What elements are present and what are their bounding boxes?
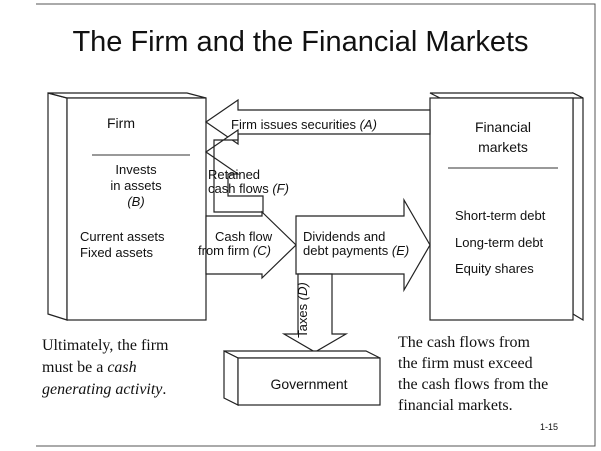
label-issues-securities: Firm issues securities (A) [231, 117, 377, 132]
government-box-side [223, 350, 239, 406]
markets-box-side [572, 92, 584, 322]
label-dividends-line1: Dividends and [303, 229, 386, 244]
note-right-line1: The cash flows from [398, 334, 530, 351]
firm-fixed-assets: Fixed assets [80, 245, 153, 260]
government-box-top [223, 350, 381, 359]
label-cash-flow-line1: Cash flow [215, 229, 273, 244]
firm-box-top [47, 92, 207, 99]
slide-frame [36, 3, 596, 447]
label-retained-line1: Retained [208, 167, 261, 182]
firm-box-front [66, 97, 207, 321]
arrow-cash-flow-from-firm [205, 210, 297, 280]
arrow-taxes [281, 273, 349, 353]
arrow-issues-securities [204, 98, 431, 146]
markets-label-line1: Financial [474, 119, 532, 135]
markets-short-term-debt: Short-term debt [455, 208, 546, 223]
label-taxes: Taxes (D) [295, 282, 310, 338]
markets-box-top [429, 92, 584, 99]
arrow-retained-cash-flows [204, 128, 264, 213]
label-cash-flow-line2: from firm (C) [198, 243, 271, 258]
note-right-line4: financial markets. [398, 397, 513, 414]
note-left-line3: generating activity. [42, 381, 167, 398]
markets-box-front [429, 97, 574, 321]
markets-equity-shares: Equity shares [455, 261, 534, 276]
firm-invests-line1: Invests [115, 162, 157, 177]
firm-box-side [47, 92, 68, 321]
government-label: Government [270, 376, 348, 392]
label-dividends-line2: debt payments (E) [303, 243, 410, 258]
label-retained-line2: cash flows (F) [208, 181, 289, 196]
firm-label: Firm [107, 115, 135, 131]
markets-label-line2: markets [478, 139, 528, 155]
firm-invests-line2: in assets [110, 178, 162, 193]
firm-current-assets: Current assets [80, 229, 165, 244]
note-right-line3: the cash flows from the [398, 376, 549, 393]
note-right-line2: the firm must exceed [398, 355, 533, 372]
slide-title: The Firm and the Financial Markets [72, 26, 529, 58]
firm-invests-code: (B) [127, 194, 145, 209]
note-left-line1: Ultimately, the firm [42, 337, 169, 354]
government-box-front [237, 357, 381, 406]
slide-number: 1-15 [540, 422, 559, 432]
markets-long-term-debt: Long-term debt [455, 235, 544, 250]
note-left-line2: must be a cash [42, 359, 137, 376]
